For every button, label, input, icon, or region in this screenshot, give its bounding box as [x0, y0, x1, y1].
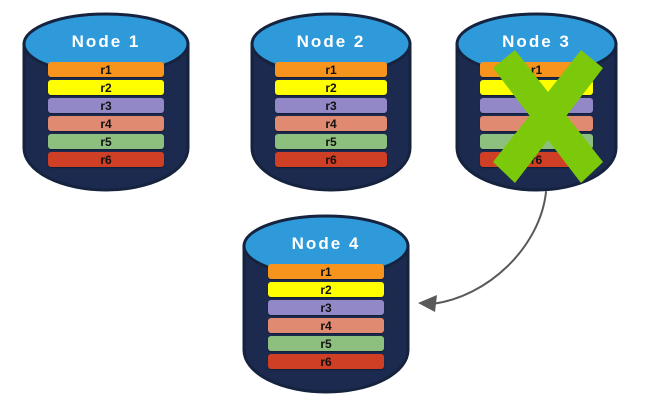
data-row-label: r5 — [530, 134, 543, 149]
data-row: r5 — [275, 134, 387, 149]
data-row-label: r2 — [100, 80, 112, 95]
data-row-label: r3 — [320, 300, 332, 315]
data-row: r5 — [268, 336, 384, 351]
data-row-label: r3 — [530, 98, 543, 113]
data-row-label: r4 — [530, 116, 543, 131]
data-row-label: r3 — [325, 98, 337, 113]
data-row-label: r5 — [325, 134, 337, 149]
data-row-label: r4 — [325, 116, 337, 131]
data-row: r3 — [48, 98, 164, 113]
data-row-label: r1 — [100, 62, 112, 77]
node-3-rows: r1 r2 r3 r4 r5 r6 — [455, 62, 618, 170]
data-row: r4 — [48, 116, 164, 131]
data-row: r5 — [48, 134, 164, 149]
data-row: r4 — [275, 116, 387, 131]
data-row: r1 — [480, 62, 593, 77]
data-row: r6 — [268, 354, 384, 369]
data-row: r6 — [48, 152, 164, 167]
data-row-label: r1 — [325, 62, 337, 77]
data-row: r4 — [268, 318, 384, 333]
data-row: r3 — [480, 98, 593, 113]
data-row: r3 — [275, 98, 387, 113]
data-row-label: r1 — [320, 264, 332, 279]
data-row: r3 — [268, 300, 384, 315]
data-row: r2 — [48, 80, 164, 95]
data-row-label: r6 — [325, 152, 337, 167]
data-row: r6 — [480, 152, 593, 167]
data-row: r5 — [480, 134, 593, 149]
data-row-label: r2 — [530, 80, 543, 95]
data-row-label: r6 — [530, 152, 543, 167]
node-2-rows: r1 r2 r3 r4 r5 r6 — [250, 62, 412, 170]
data-row-label: r4 — [320, 318, 332, 333]
data-row: r1 — [268, 264, 384, 279]
data-row-label: r1 — [530, 62, 543, 77]
data-row-label: r2 — [325, 80, 337, 95]
data-row-label: r2 — [320, 282, 332, 297]
data-row: r4 — [480, 116, 593, 131]
data-row-label: r3 — [100, 98, 112, 113]
data-row: r6 — [275, 152, 387, 167]
data-row-label: r6 — [320, 354, 332, 369]
data-row: r1 — [48, 62, 164, 77]
data-row-label: r4 — [100, 116, 112, 131]
data-row: r2 — [480, 80, 593, 95]
data-row: r2 — [275, 80, 387, 95]
data-row-label: r5 — [100, 134, 112, 149]
data-row: r1 — [275, 62, 387, 77]
data-row: r2 — [268, 282, 384, 297]
node-4-rows: r1 r2 r3 r4 r5 r6 — [242, 264, 410, 372]
data-row-label: r5 — [320, 336, 332, 351]
data-row-label: r6 — [100, 152, 112, 167]
node-1-rows: r1 r2 r3 r4 r5 r6 — [22, 62, 190, 170]
